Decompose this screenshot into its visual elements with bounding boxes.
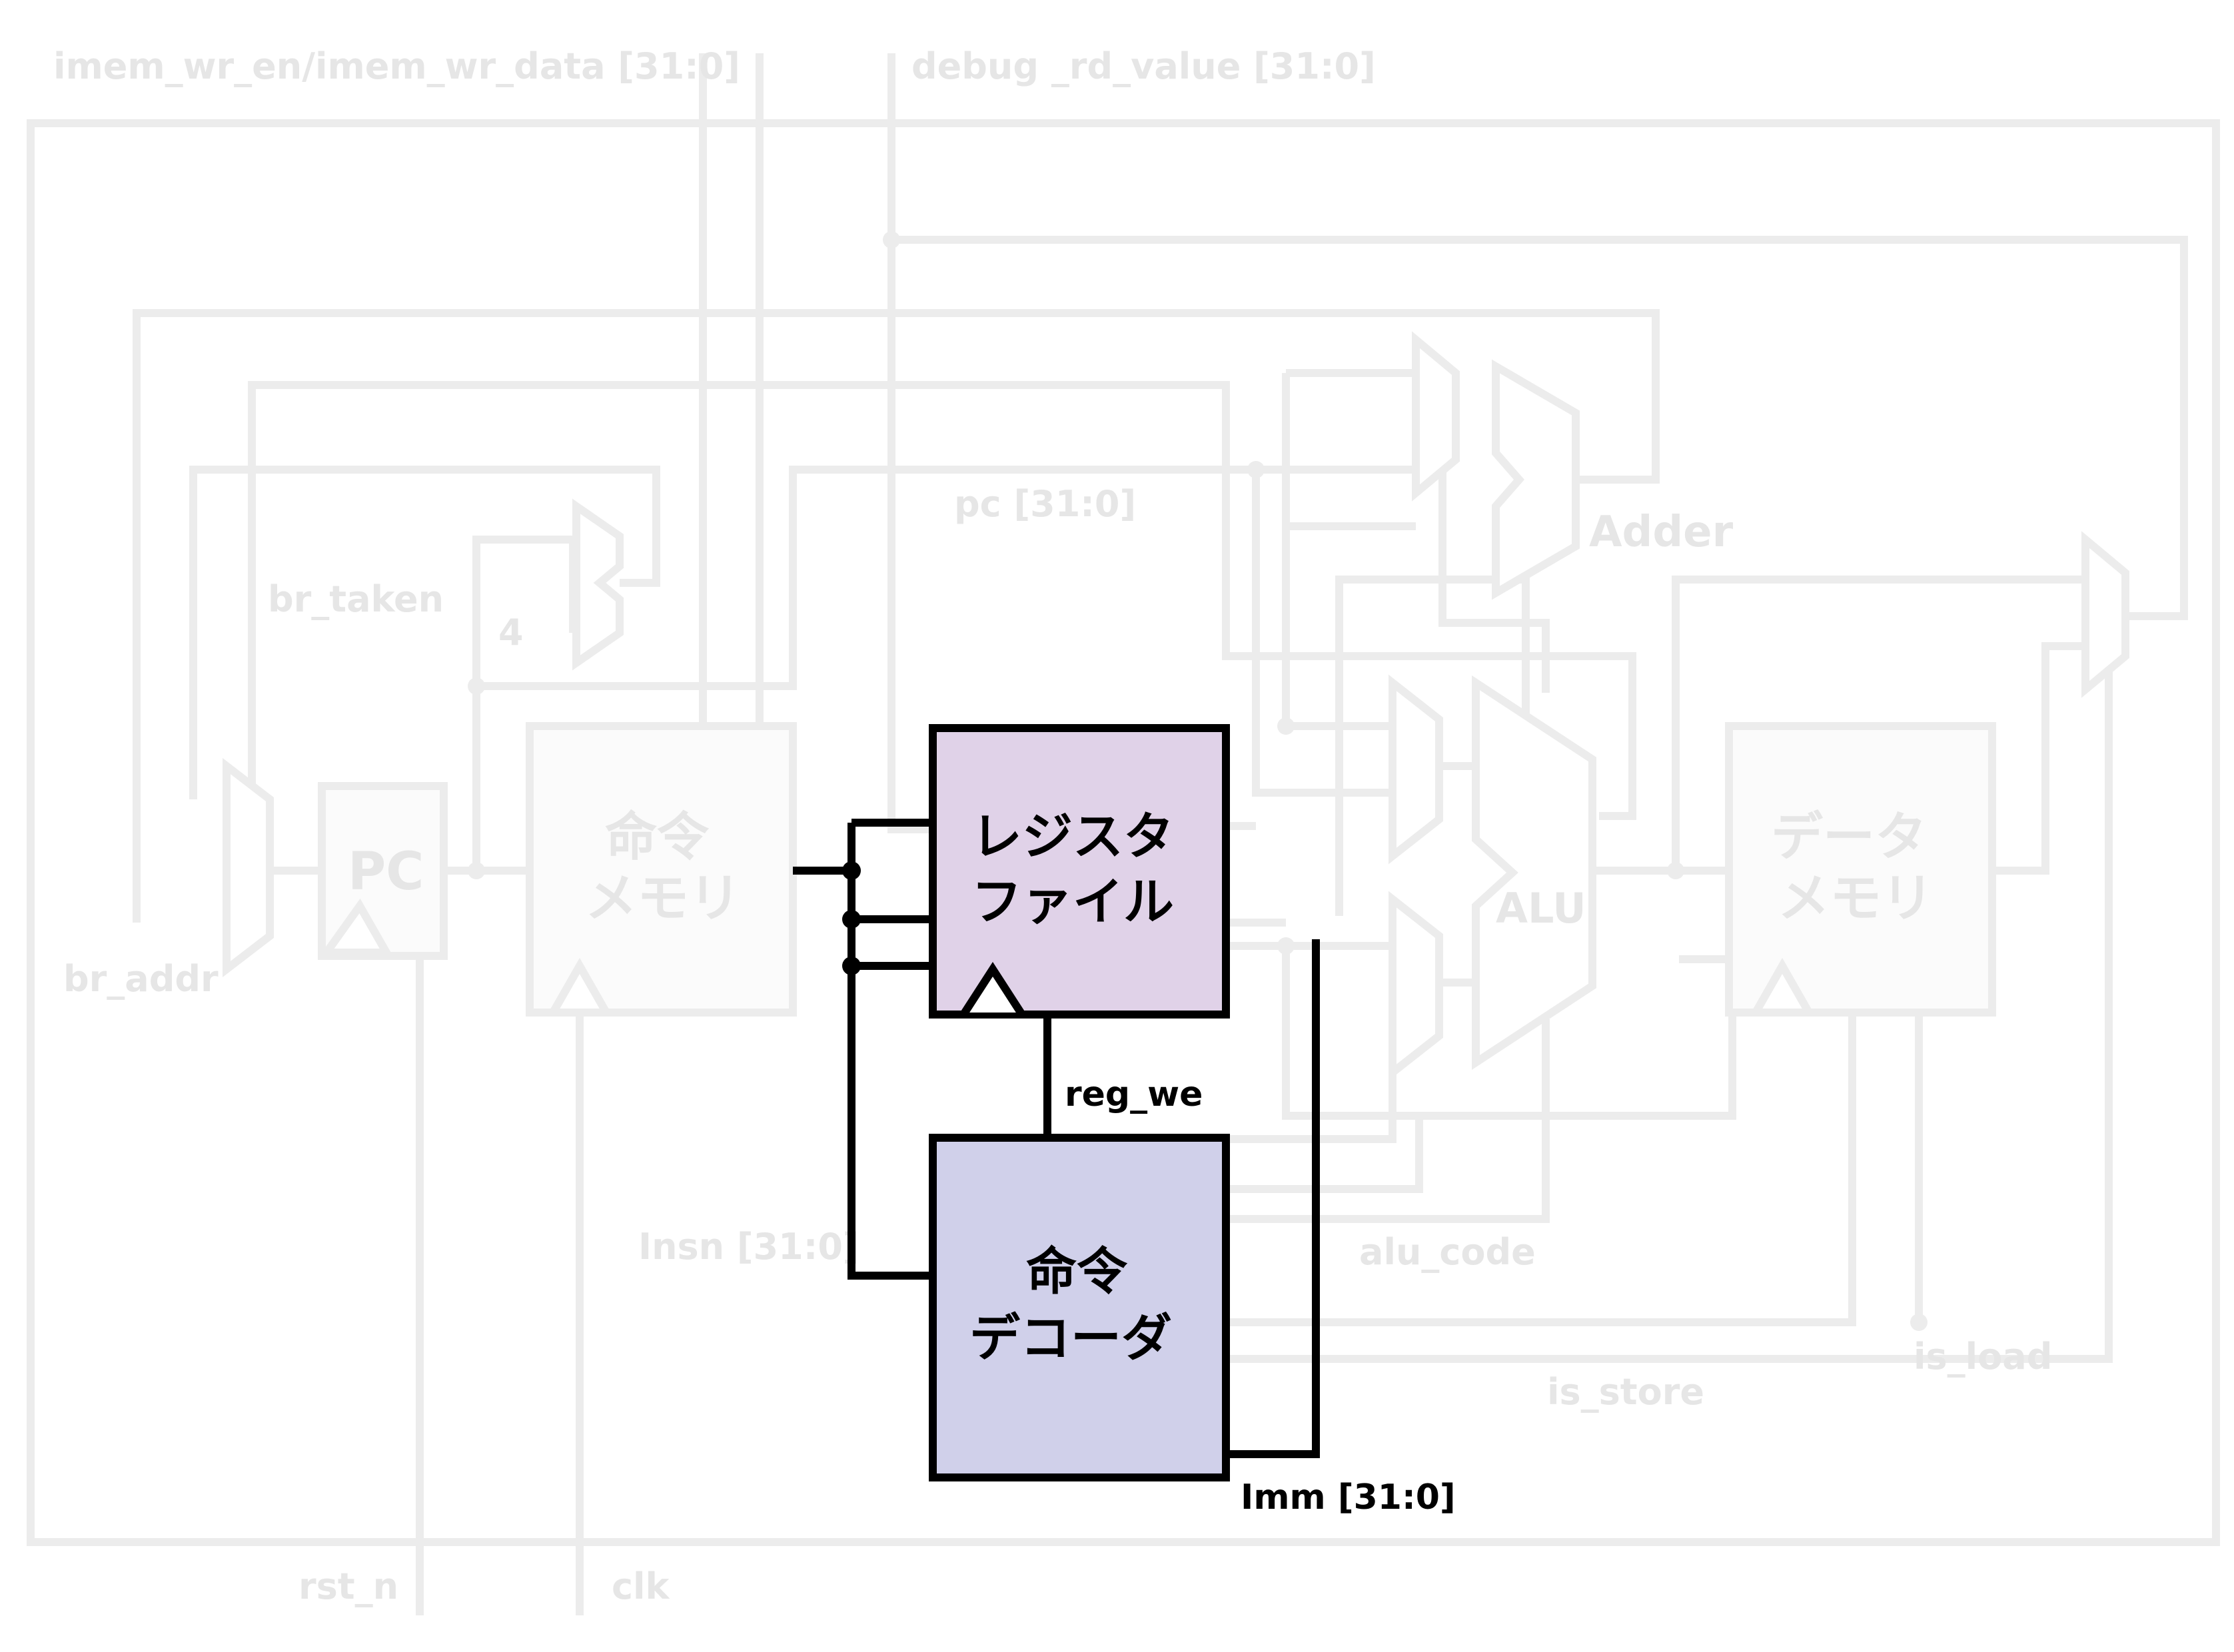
alu-label: ALU	[1496, 884, 1586, 933]
debug-rd-label: debug _rd_value [31:0]	[911, 45, 1376, 87]
adder-mux	[1412, 331, 1460, 502]
alu-b-mux	[1389, 891, 1443, 1081]
imem-block	[526, 722, 797, 1017]
imem-wr-label: imem_wr_en/imem_wr_data [31:0]	[53, 45, 740, 87]
dmem-block	[1725, 722, 1996, 1017]
br-addr-label: br_addr	[63, 958, 219, 1000]
alu-shape	[1472, 675, 1596, 1070]
is-load-label: is_load	[1914, 1336, 2052, 1378]
is-store-label: is_store	[1547, 1371, 1704, 1413]
reg-we-label: reg_we	[1065, 1074, 1203, 1114]
br-taken-label: br_taken	[268, 578, 444, 620]
dmem-label-2: メモリ	[1778, 869, 1934, 929]
insn-wire	[793, 819, 933, 1280]
instruction-decoder-block	[929, 1134, 1230, 1481]
dmem-label-1: データ	[1771, 807, 1927, 867]
imem-label-2: メモリ	[585, 869, 741, 929]
imm-label: Imm [31:0]	[1241, 1477, 1456, 1517]
writeback-mux	[2081, 531, 2129, 698]
pc-plus4-adder	[572, 498, 624, 671]
alu-a-mux	[1389, 674, 1443, 865]
faded-blocks	[223, 231, 2129, 1331]
decoder-label-2: デコーダ	[969, 1308, 1172, 1368]
highlighted-path: レジスタ ファイル 命令 デコーダ reg_we Imm [31:0]	[793, 724, 1456, 1517]
decoder-label-1: 命令	[1026, 1242, 1128, 1301]
insn-label: Insn [31:0]	[638, 1226, 859, 1268]
const-four-label: 4	[498, 612, 524, 653]
alu-code-label: alu_code	[1359, 1231, 1536, 1273]
adder-shape	[1492, 359, 1580, 600]
imem-label-1: 命令	[605, 807, 710, 867]
regfile-label-1: レジスタ	[971, 807, 1174, 866]
regfile-label-2: ファイル	[971, 872, 1174, 931]
clk-label: clk	[612, 1565, 670, 1607]
pc-bus-label: pc [31:0]	[954, 483, 1136, 525]
register-file-block	[929, 724, 1230, 1019]
pc-mux	[223, 757, 274, 978]
regfile-clock-triangle	[961, 961, 1025, 1015]
rst-n-label: rst_n	[298, 1565, 398, 1607]
faded-labels: imem_wr_en/imem_wr_data [31:0] debug _rd…	[53, 45, 2052, 1607]
adder-label: Adder	[1589, 508, 1734, 557]
pc-label: PC	[348, 842, 424, 902]
imm-wire	[1226, 939, 1320, 1458]
